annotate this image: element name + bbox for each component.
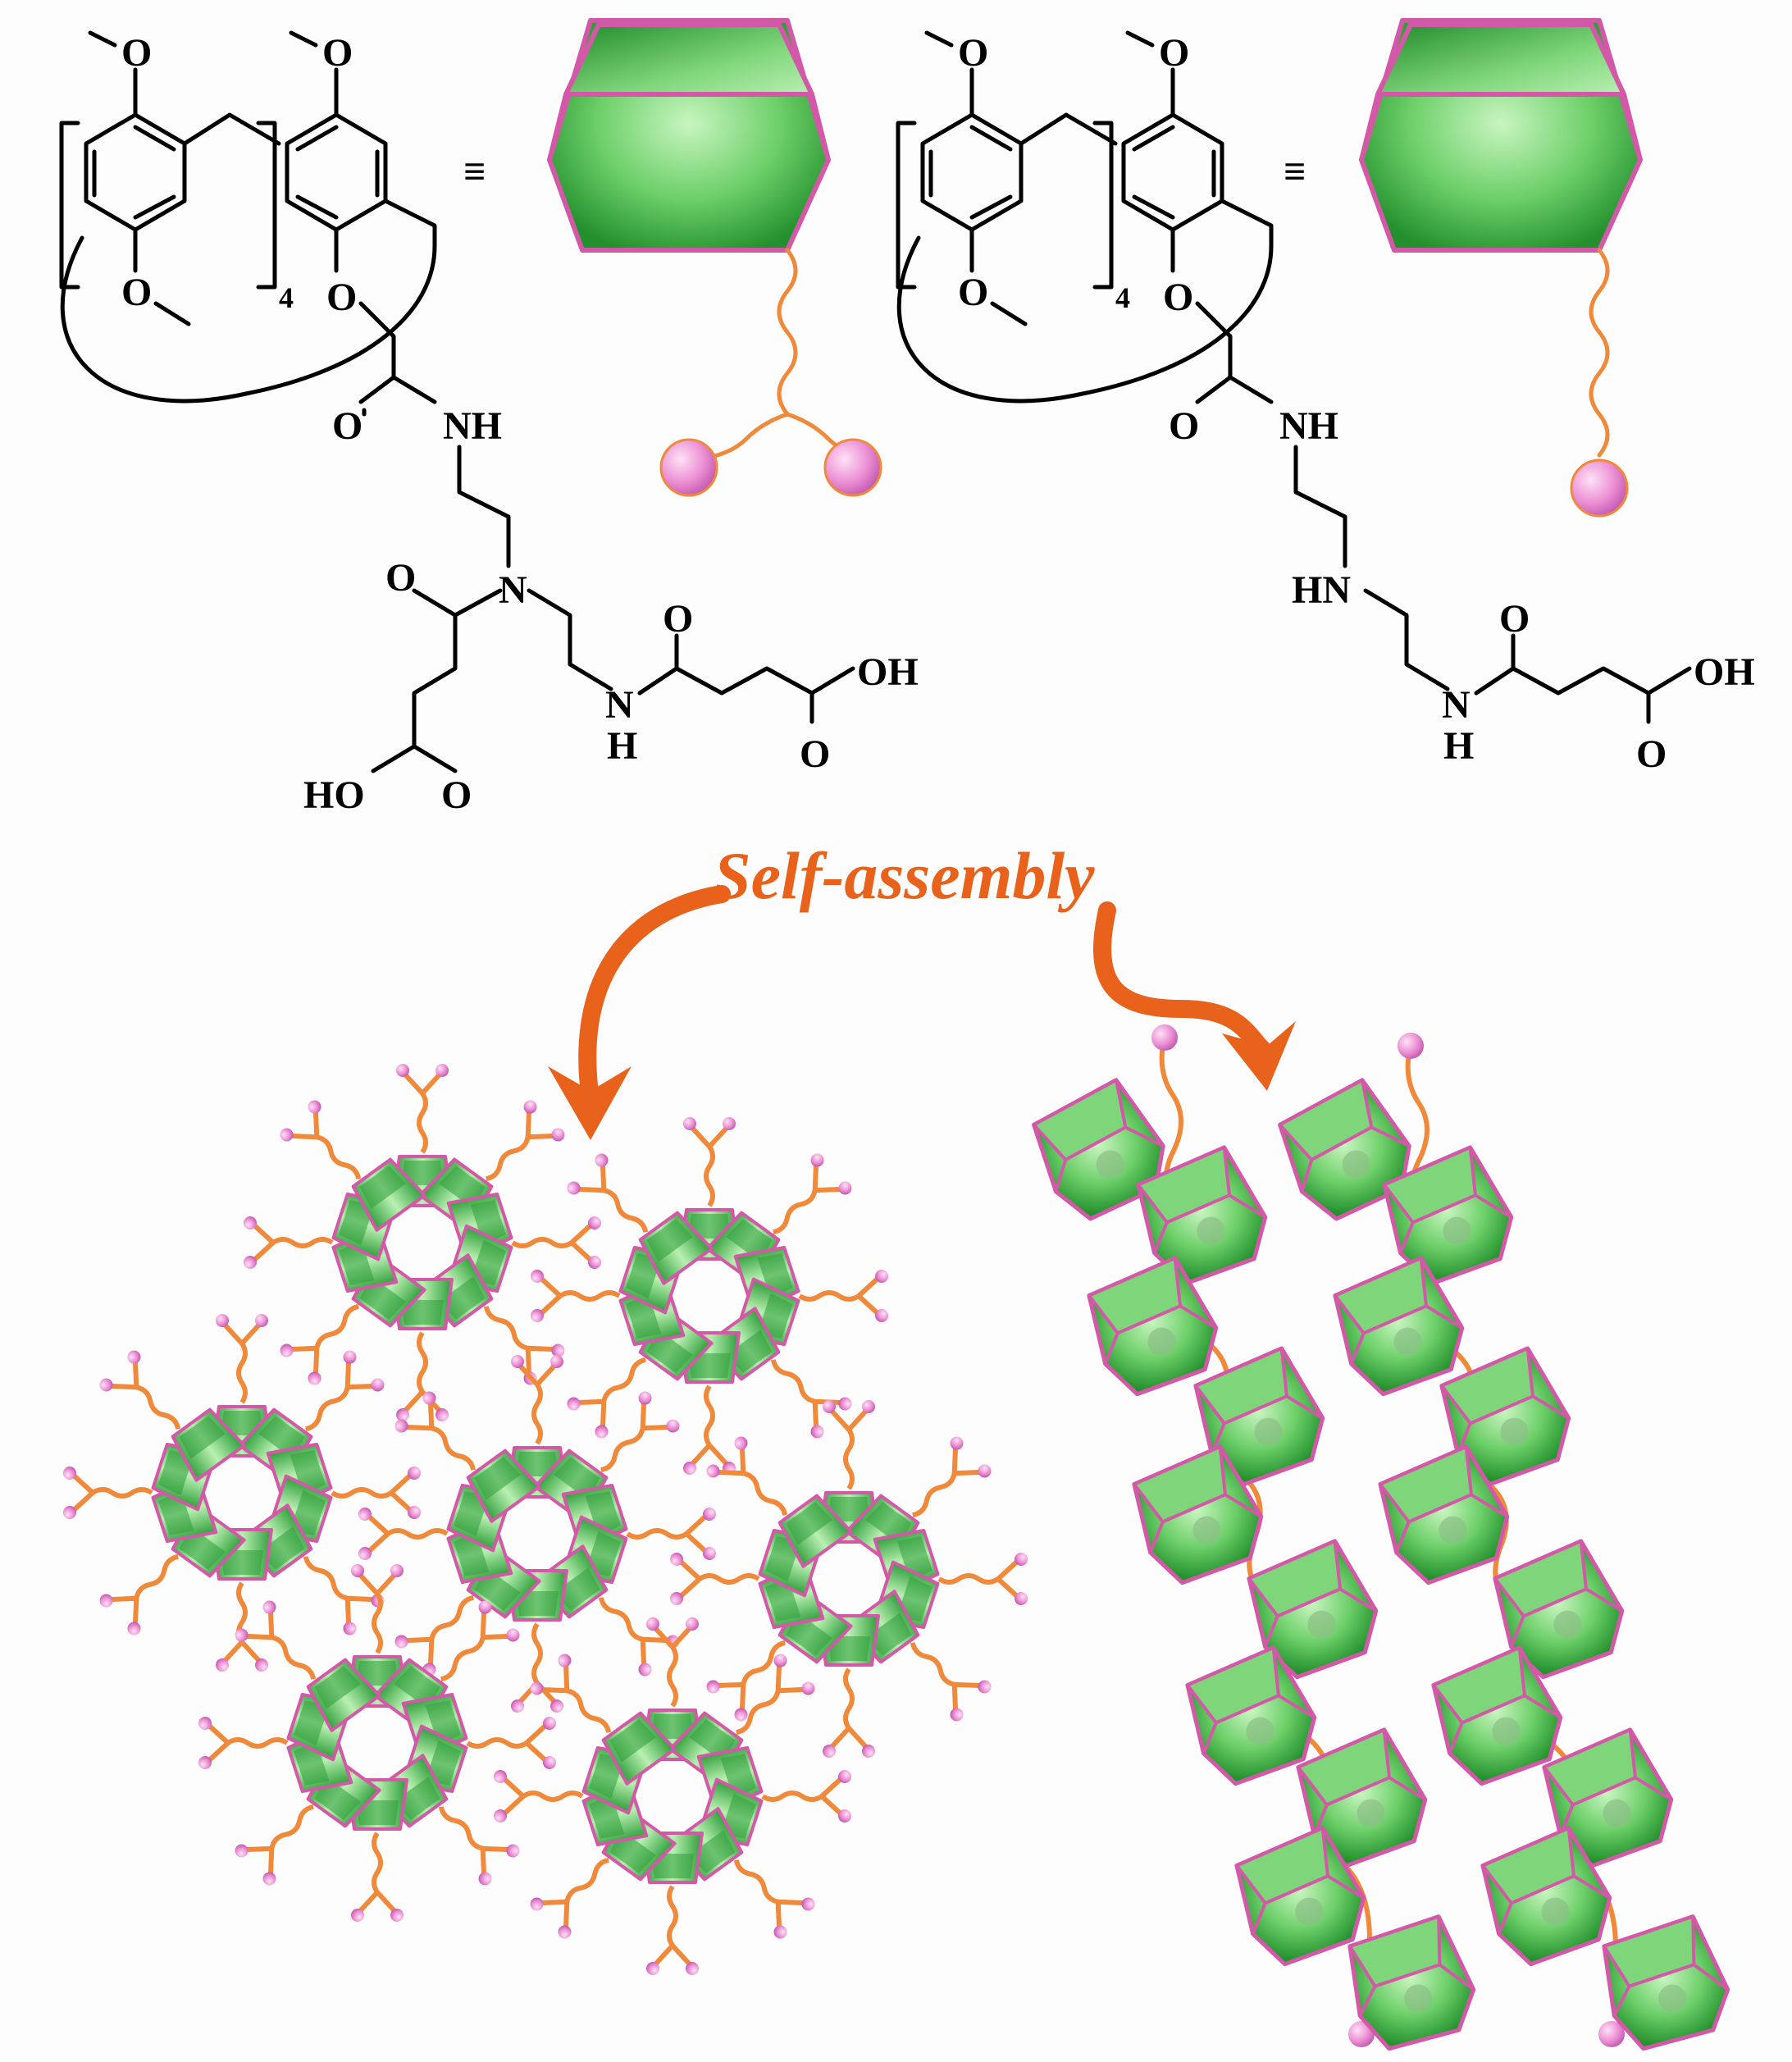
arrow-left-head [548,1066,632,1140]
atom-oh: OH [857,650,919,694]
atom-o2: O [958,271,988,314]
atom-h: H [1443,724,1474,768]
ring-6 [198,1564,556,1922]
atom-h: H [607,724,637,768]
atom-nh: NH [443,404,502,448]
atom-n2: N [605,683,634,727]
tubular-ring-assembly [63,1064,1028,1975]
ring-4 [358,1355,716,1713]
atom-o2: O [121,271,152,314]
cone-single-tail-icon [1361,21,1640,518]
left-pillararene-structure: 4 O O O O O NH N O [59,30,919,817]
atom-o8: O [800,732,830,776]
atom-o9: O [441,773,472,817]
atom-o7: O [663,597,693,641]
arrow-right [1093,901,1272,1059]
repeat-count-right: 4 [1115,281,1130,314]
ring-7 [494,1617,851,1975]
atom-o4: O [326,276,357,319]
ring-5 [670,1400,1028,1758]
atom-n-center: N [499,568,527,612]
atom-o4: O [1163,276,1193,319]
atom-o1: O [121,31,152,75]
atom-o5: O [332,404,363,448]
atom-o3: O [1159,31,1189,75]
atom-o5: O [1169,404,1199,448]
atom-hn: HN [1292,568,1351,612]
self-assembly-label: Self-assembly [714,838,1095,913]
cone-branched-icon [549,21,882,497]
atom-o1: O [958,31,988,75]
ring-1 [244,1064,601,1421]
atom-o3: O [322,31,353,75]
atom-o7: O [1499,597,1530,641]
atom-n2: N [1442,683,1471,727]
ring-3 [63,1314,421,1672]
arrow-left [578,885,731,1108]
atom-ho: HO [303,773,365,817]
equivalence-left: ≡ [463,150,486,194]
equivalence-right: ≡ [1284,150,1306,194]
atom-o8: O [1636,732,1667,776]
ring-2 [531,1117,888,1475]
arrow-right-head [1222,1021,1296,1091]
columnar-assembly [1024,1024,1737,2054]
right-pillararene-structure: 4 O O O O O NH HN N H O OH [896,30,1755,776]
repeat-count-left: 4 [279,281,294,314]
atom-o6: O [385,556,416,600]
atom-oh: OH [1694,650,1755,694]
atom-nh: NH [1279,404,1338,448]
